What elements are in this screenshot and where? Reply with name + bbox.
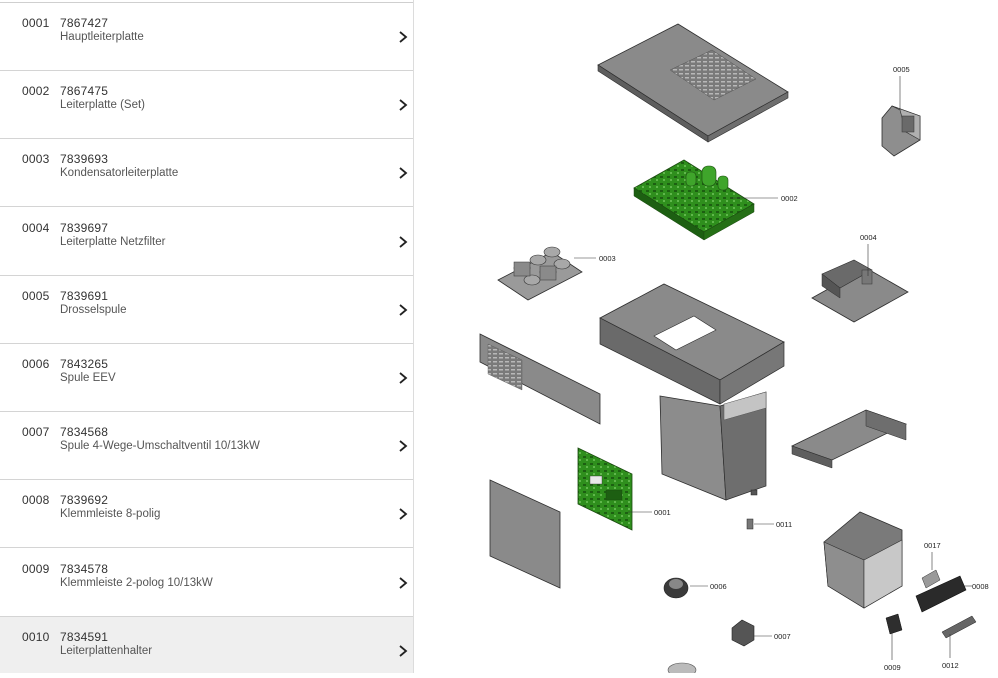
main-pcb-part-0001[interactable] [577, 447, 633, 531]
callout-0011[interactable]: 0011 [776, 520, 792, 529]
part-position: 0003 [22, 152, 50, 167]
part-number: 7839693 [60, 152, 109, 167]
part-name: Hauptleiterplatte [60, 31, 144, 43]
part-position: 0001 [22, 16, 50, 30]
chevron-right-icon[interactable] [397, 371, 409, 385]
part-position: 0005 [22, 288, 50, 303]
part-name: Spule EEV [60, 372, 116, 384]
terminal-block-2pol-part-0009[interactable] [885, 613, 903, 635]
part-position: 0009 [22, 561, 50, 576]
chevron-right-icon[interactable] [397, 644, 409, 658]
part-position: 0004 [22, 220, 50, 235]
callout-0007[interactable]: 0007 [774, 632, 791, 641]
chevron-right-icon[interactable] [397, 303, 409, 317]
right-bracket-part[interactable] [790, 409, 908, 469]
leader-lines [574, 76, 972, 660]
chevron-right-icon[interactable] [397, 439, 409, 453]
chevron-right-icon[interactable] [397, 166, 409, 180]
terminal-strip-part-0012[interactable] [941, 615, 977, 639]
exploded-view-diagram: 0005 0002 0003 0004 0001 0011 0006 0007 … [414, 0, 998, 678]
bracket-part-0017[interactable] [921, 569, 941, 589]
valve-coil-part-0007[interactable] [731, 619, 755, 647]
part-position: 0006 [22, 357, 50, 371]
part-name: Drosselspule [60, 303, 127, 316]
screw-part[interactable] [750, 489, 758, 496]
callout-0012[interactable]: 0012 [942, 661, 959, 670]
part-number: 7839697 [60, 220, 109, 235]
chevron-right-icon[interactable] [397, 576, 409, 590]
chevron-right-icon[interactable] [397, 30, 409, 44]
chevron-right-icon[interactable] [397, 235, 409, 249]
part-number: 7839691 [60, 288, 109, 303]
part-name: Spule 4-Wege-Umschaltventil 10/13kW [60, 440, 260, 453]
sensor-part-0011[interactable] [746, 518, 754, 530]
left-side-panel-part[interactable] [479, 333, 601, 425]
part-position: 0007 [22, 425, 50, 440]
part-name: Leiterplatte Netzfilter [60, 235, 166, 248]
part-name: Klemmleiste 8-polig [60, 508, 161, 521]
part-number: 7867427 [60, 16, 109, 30]
part-position: 0002 [22, 84, 50, 99]
part-number: 7834568 [60, 425, 109, 440]
callout-0003[interactable]: 0003 [599, 254, 616, 263]
callout-0009[interactable]: 0009 [884, 663, 901, 672]
callout-0005[interactable]: 0005 [893, 65, 910, 74]
pcb-set-part-0002[interactable] [633, 159, 755, 241]
callout-0004[interactable]: 0004 [860, 233, 877, 242]
front-panel-part[interactable] [489, 479, 561, 589]
eev-coil-part-0006[interactable] [663, 577, 689, 599]
choke-part-0005[interactable] [881, 105, 921, 157]
exploded-view-svg: 0005 0002 0003 0004 0001 0011 0006 0007 … [479, 23, 989, 678]
terminal-block-8pol-part-0008[interactable] [915, 575, 967, 613]
part-name: Leiterplatte (Set) [60, 99, 146, 112]
main-housing-part[interactable] [599, 283, 785, 501]
part-position: 0008 [22, 493, 50, 508]
callout-0008[interactable]: 0008 [972, 582, 989, 591]
part-name: Kondensatorleiterplatte [60, 167, 179, 180]
capacitor-pcb-part-0003[interactable] [497, 246, 583, 301]
part-number: 7867475 [60, 84, 109, 99]
chevron-right-icon[interactable] [397, 98, 409, 112]
callout-0006[interactable]: 0006 [710, 582, 727, 591]
part-position: 0010 [22, 629, 50, 644]
chevron-right-icon[interactable] [397, 507, 409, 521]
part-number: 7834578 [60, 561, 109, 576]
callout-0017[interactable]: 0017 [924, 541, 941, 550]
part-name: Leiterplattenhalter [60, 644, 153, 657]
list-top-divider [0, 2, 413, 3]
top-cover-part[interactable] [597, 23, 789, 143]
fan-part[interactable] [667, 662, 697, 678]
part-name: Klemmleiste 2-polog 10/13kW [60, 576, 213, 589]
part-number: 7839692 [60, 493, 109, 508]
callout-0002[interactable]: 0002 [781, 194, 798, 203]
callout-0001[interactable]: 0001 [654, 508, 671, 517]
part-number: 7843265 [60, 357, 109, 371]
electrical-box-part[interactable] [823, 511, 903, 609]
part-number: 7834591 [60, 629, 109, 644]
netzfilter-pcb-part-0004[interactable] [811, 259, 909, 323]
